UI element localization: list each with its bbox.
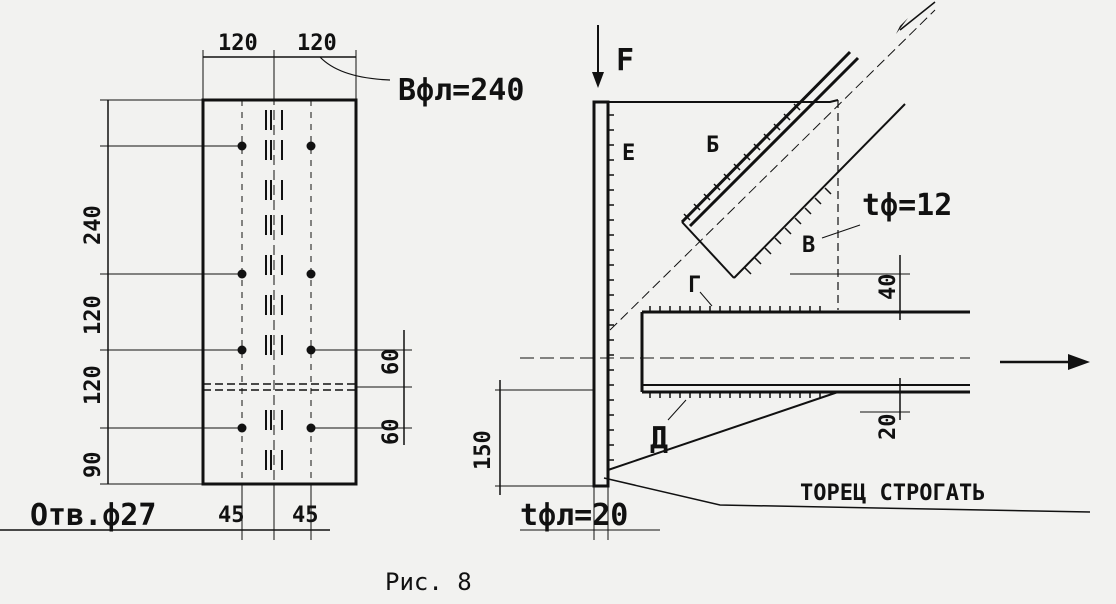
label-G: Г: [688, 273, 701, 298]
label-B: Б: [706, 133, 719, 158]
dim-150-lines: [495, 380, 594, 495]
dim-20-lines: [838, 378, 910, 420]
top-dimension: [202, 50, 391, 100]
dim-top-right: 120: [297, 31, 337, 56]
flange-plate-view: 120 120 Bфл=240 240 120 120 90 60 60: [0, 31, 524, 540]
figure-caption: Рис. 8: [385, 568, 472, 596]
end-note: ТОРЕЦ СТРОГАТЬ: [800, 481, 985, 506]
label-D: Д: [650, 421, 668, 456]
chord-weld-G: [649, 306, 821, 312]
dim-120-lower: 120: [81, 365, 106, 405]
dim-40-lines: [790, 255, 910, 320]
dim-240: 240: [81, 205, 106, 245]
flange-thickness-dim: [520, 486, 660, 540]
dim-45-left: 45: [218, 503, 245, 528]
dim-150: 150: [471, 430, 496, 470]
gusset-thickness-label: tф=12: [862, 188, 952, 223]
brace-axis: [609, 9, 936, 331]
gusset-bottom-edge: [607, 391, 839, 471]
horizontal-chord: [520, 310, 970, 394]
dim-45-right: 45: [292, 503, 319, 528]
end-note-leader: [603, 477, 1091, 513]
weld-marks: [265, 110, 283, 470]
dim-90: 90: [81, 452, 106, 479]
bolt-hole: [306, 141, 316, 151]
left-dimension-chain: [100, 99, 242, 485]
dim-20: 20: [876, 414, 901, 441]
flange-weld-hatching: [608, 114, 614, 461]
force-arrow-head: [592, 72, 604, 88]
brace-weld-B: [683, 103, 801, 221]
brace-weld-V: [744, 187, 832, 275]
dim-top-left: 120: [218, 31, 258, 56]
label-E: Е: [622, 141, 635, 166]
flange-width-label: Bфл=240: [398, 73, 524, 108]
gusset-top-edge: [608, 99, 839, 103]
joint-side-view: F Е: [471, 1, 1091, 540]
right-dimension-chain: [311, 330, 412, 445]
dim-60-lower: 60: [379, 419, 404, 446]
bottom-dimension: [0, 484, 330, 540]
bolt-hole: [306, 269, 316, 279]
flange-plate-section: [592, 100, 610, 488]
dim-40: 40: [876, 274, 901, 301]
bolt-holes: [237, 141, 316, 433]
dim-120-upper: 120: [81, 295, 106, 335]
force-label: F: [616, 43, 634, 78]
dim-60-upper: 60: [379, 349, 404, 376]
chord-weld-D: [649, 392, 821, 398]
flange-thickness-label: tфл=20: [520, 498, 628, 533]
tension-arrow-head: [1068, 354, 1090, 370]
label-V: В: [802, 233, 815, 258]
hole-diameter-label: Отв.ф27: [30, 498, 156, 533]
flange-plate-outline: [201, 98, 358, 486]
